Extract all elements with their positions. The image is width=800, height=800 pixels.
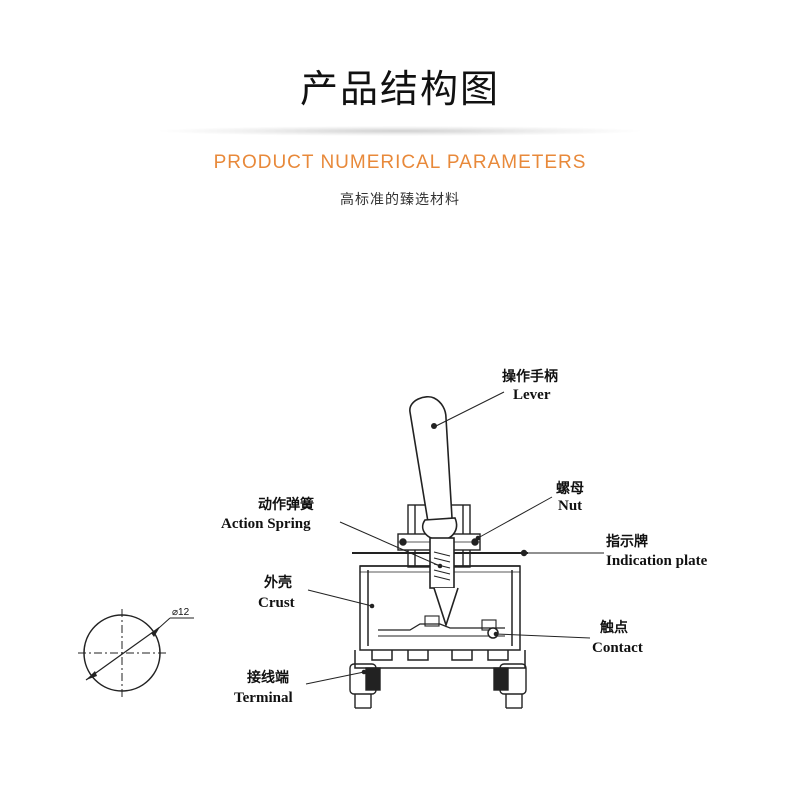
label-terminal-en: Terminal xyxy=(234,690,293,706)
label-indication-plate: 指示牌 Indication plate xyxy=(606,533,708,569)
label-lever: 操作手柄 Lever xyxy=(502,368,558,403)
diameter-circle xyxy=(78,609,194,697)
label-contact-en: Contact xyxy=(592,640,643,656)
terminal-left xyxy=(349,663,381,709)
label-contact: 触点 Contact xyxy=(592,619,643,656)
label-nut-en: Nut xyxy=(558,498,582,514)
label-terminal-cn: 接线端 xyxy=(247,669,289,686)
contact-leader xyxy=(495,633,591,639)
page-subtitle: PRODUCT NUMERICAL PARAMETERS xyxy=(213,152,587,173)
diameter-label: ⌀12 xyxy=(172,607,190,618)
label-lever-en: Lever xyxy=(513,387,551,403)
spring-leader xyxy=(339,521,441,567)
nut-leader xyxy=(477,496,553,539)
label-indication-plate-cn: 指示牌 xyxy=(606,533,648,550)
leader-dots xyxy=(361,535,499,675)
page-title: 产品结构图 xyxy=(299,67,500,111)
page-tagline: 高标准的臻选材料 xyxy=(340,192,460,208)
label-contact-cn: 触点 xyxy=(599,619,628,636)
label-action-spring-en: Action Spring xyxy=(221,516,311,532)
crust-leader xyxy=(307,589,373,607)
label-nut-cn: 螺母 xyxy=(556,480,584,497)
leader-lines xyxy=(305,391,604,685)
label-crust: 外壳 Crust xyxy=(258,574,295,611)
terminal-leader xyxy=(305,671,365,685)
label-nut: 螺母 Nut xyxy=(556,480,584,514)
title-divider xyxy=(160,126,640,136)
switch-lever xyxy=(409,396,459,628)
label-action-spring-cn: 动作弹簧 xyxy=(258,496,314,513)
switch-housing xyxy=(354,565,526,669)
label-action-spring: 动作弹簧 Action Spring xyxy=(221,496,314,532)
label-terminal: 接线端 Terminal xyxy=(234,669,293,706)
lever-leader xyxy=(435,391,505,427)
label-lever-cn: 操作手柄 xyxy=(502,368,558,385)
terminal-right xyxy=(493,663,527,709)
label-indication-plate-en: Indication plate xyxy=(606,553,708,569)
label-crust-cn: 外壳 xyxy=(264,574,292,591)
label-crust-en: Crust xyxy=(258,595,295,611)
